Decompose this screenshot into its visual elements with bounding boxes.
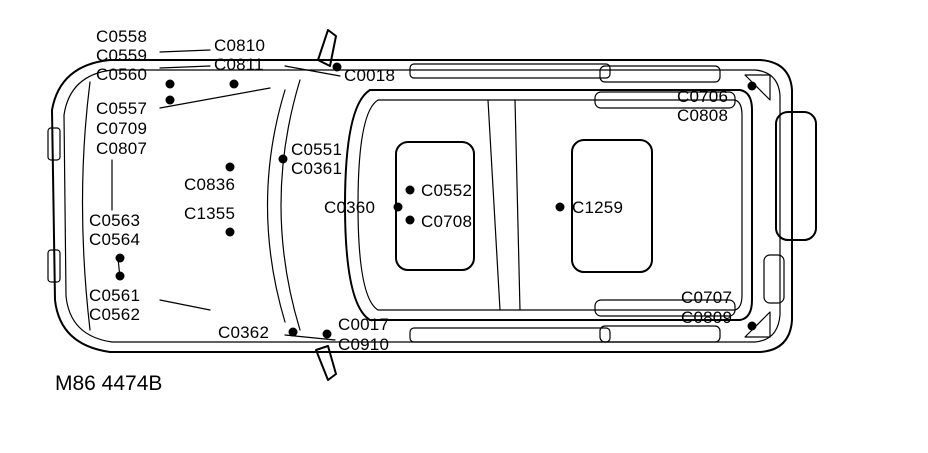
sunroof-front	[395, 141, 475, 271]
body-outline	[51, 59, 793, 353]
label-c0809: C0809	[681, 308, 733, 327]
figure-reference: M86 4474B	[55, 372, 163, 395]
rear-rail-top	[594, 91, 736, 109]
connector-dot-c0017	[322, 329, 332, 339]
label-c0811: C0811	[214, 55, 264, 74]
roof-rail-top	[409, 63, 611, 79]
connector-dot-c0552	[405, 185, 415, 195]
connector-dot-c0362	[288, 327, 298, 337]
spare-wheel	[775, 111, 817, 241]
label-c0563: C0563	[89, 211, 141, 230]
label-c0551: C0551	[291, 140, 343, 159]
leader-c0560	[159, 65, 211, 69]
label-c1355: C1355	[184, 204, 236, 223]
roof-seam-1	[487, 99, 501, 311]
connector-dot-c0811	[229, 79, 239, 89]
connector-dot-c0708	[405, 215, 415, 225]
leader-c0559	[159, 49, 211, 53]
mirror-top	[317, 29, 337, 67]
connector-dot-c0564	[115, 253, 125, 263]
label-c0559: C0559	[96, 46, 148, 65]
connector-dot-c0557	[165, 95, 175, 105]
connector-dot-c0360	[393, 202, 403, 212]
label-c0910: C0910	[338, 335, 390, 354]
connector-dot-c0551	[278, 154, 288, 164]
mirror-bottom	[315, 345, 337, 381]
label-c0807: C0807	[96, 139, 148, 158]
connector-dot-c1355	[225, 227, 235, 237]
label-c0560: C0560	[96, 65, 148, 84]
roof-seam-2	[514, 99, 521, 311]
windscreen-inner	[266, 89, 286, 323]
connector-dot-c0836	[225, 162, 235, 172]
roof-outline	[344, 89, 753, 321]
body-inner-outline	[63, 69, 781, 343]
leader-c0562	[159, 299, 211, 311]
windscreen-outer	[280, 79, 301, 331]
rear-window-top	[599, 65, 721, 83]
rear-window-bottom	[599, 325, 721, 343]
connector-dot-c0018	[332, 62, 342, 72]
label-c0706: C0706	[677, 87, 729, 106]
label-c0017: C0017	[338, 315, 390, 334]
label-c0561: C0561	[89, 286, 141, 305]
rear-lamp	[763, 254, 785, 304]
leader-c0557	[159, 87, 271, 109]
bonnet-edge	[81, 81, 91, 331]
roof-rail-bottom	[409, 327, 611, 343]
label-c0836: C0836	[184, 175, 236, 194]
connector-dot-c0560	[165, 79, 175, 89]
label-c0558: C0558	[96, 27, 148, 46]
label-c0018: C0018	[344, 66, 396, 85]
leader-c0018	[284, 65, 341, 77]
connector-dot-c0809	[747, 321, 757, 331]
label-c0708: C0708	[421, 212, 473, 231]
front-lamp-right	[47, 249, 61, 283]
label-c0562: C0562	[89, 305, 141, 324]
label-c0709: C0709	[96, 119, 148, 138]
connector-dot-c1259	[555, 202, 565, 212]
rear-rail-bottom	[594, 299, 736, 317]
connector-dot-c0706	[747, 81, 757, 91]
label-c0360: C0360	[324, 198, 376, 217]
roof-inner	[357, 99, 743, 311]
front-lamp-left	[47, 127, 61, 161]
corner-bottom	[744, 311, 771, 338]
label-c0361: C0361	[291, 159, 343, 178]
label-c0810: C0810	[214, 36, 266, 55]
connector-dot-c0561	[115, 271, 125, 281]
label-c0557: C0557	[96, 99, 148, 118]
label-c0552: C0552	[421, 181, 473, 200]
label-c0808: C0808	[677, 106, 729, 125]
label-c0564: C0564	[89, 230, 141, 249]
sunroof-rear	[571, 139, 653, 273]
label-c0707: C0707	[681, 288, 733, 307]
label-c1259: C1259	[572, 198, 624, 217]
label-c0362: C0362	[218, 323, 270, 342]
corner-top	[744, 74, 771, 101]
